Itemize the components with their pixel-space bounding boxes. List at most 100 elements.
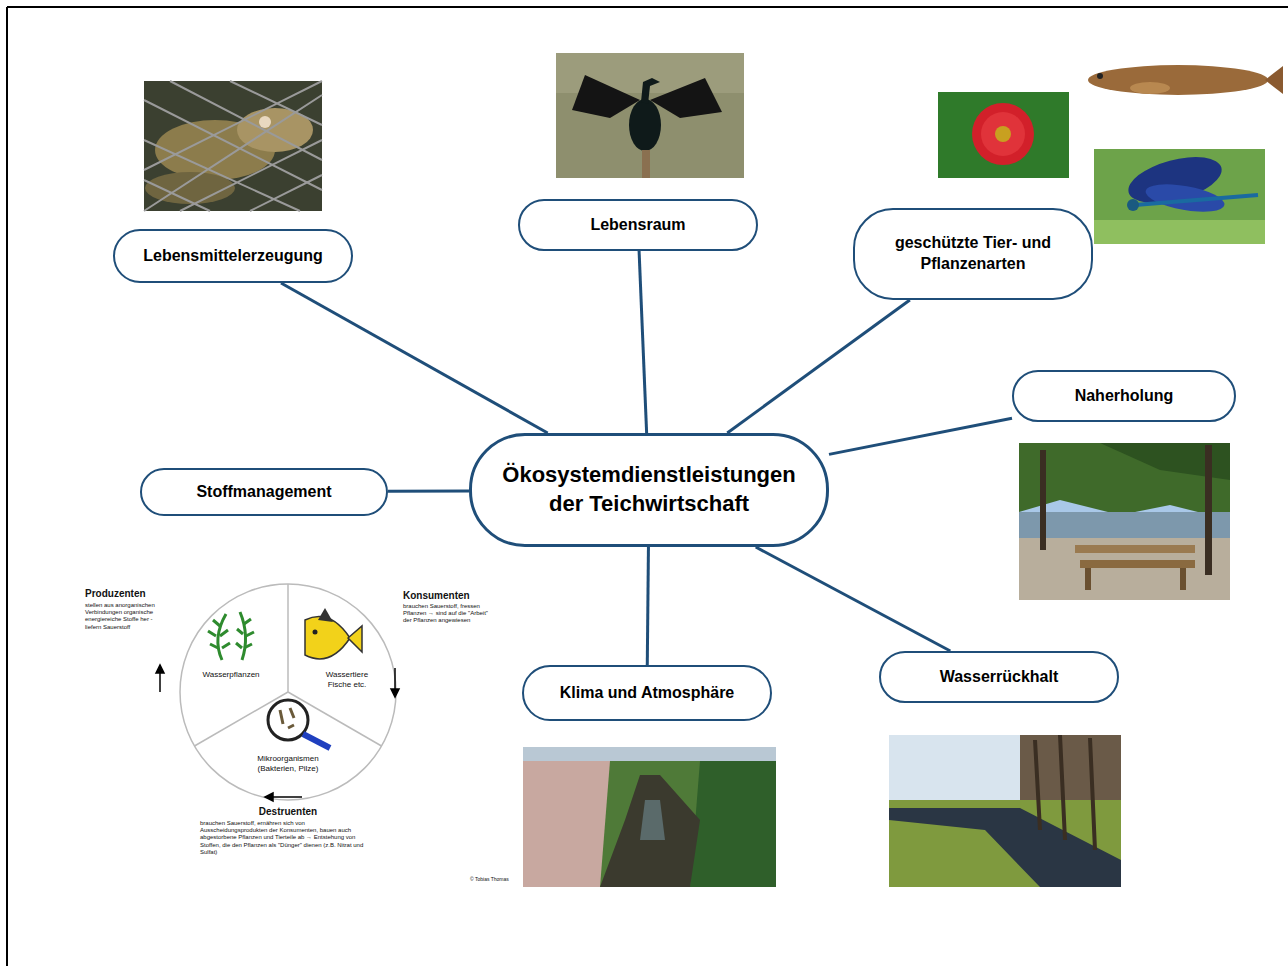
fish-photo-part <box>259 116 271 128</box>
cycle-arrows-part <box>272 796 302 798</box>
cormorant-photo-part <box>650 78 722 118</box>
magnifier-icon-part <box>268 700 308 740</box>
ditch-photo-part <box>1035 735 1095 850</box>
role-heading: Destruenten <box>248 806 328 818</box>
lake-bench-photo-part <box>1040 450 1046 550</box>
cycle-diagram-part <box>180 584 396 800</box>
loach-fish <box>1088 65 1283 95</box>
topic-box: Lebensmittelerzeugung <box>113 229 353 283</box>
loach-fish-part <box>1097 73 1103 79</box>
page-frame <box>7 7 1288 966</box>
illustration-note: Mikroorganismen (Bakterien, Pilze) <box>244 754 332 773</box>
dragonfly-photo-part <box>1094 220 1265 244</box>
lake-bench-photo-part <box>1019 443 1230 520</box>
central-topic: Ökosystemdienstleistungen der Teichwirts… <box>469 433 829 547</box>
connector-line <box>829 418 1012 454</box>
cycle-arrows-part <box>156 665 164 673</box>
water-plants-icon <box>208 612 254 660</box>
cormorant-photo <box>556 53 744 178</box>
connector-line <box>756 547 951 651</box>
fish-icon-part <box>305 617 350 659</box>
forest-river-photo-part <box>523 747 776 887</box>
ditch-photo-part <box>889 735 1121 887</box>
topic-label: Stoffmanagement <box>196 482 331 503</box>
dragonfly-photo <box>1094 148 1265 244</box>
cormorant-photo-part <box>629 99 661 151</box>
role-heading: Produzenten <box>85 588 180 600</box>
illustration-note: stellen aus anorganischen Verbindungen o… <box>85 602 165 631</box>
fish-icon <box>305 608 362 659</box>
water-plants-icon-part <box>208 620 230 648</box>
loach-fish-part <box>1265 66 1283 94</box>
flower-photo-part <box>981 112 1025 156</box>
cycle-arrows-part <box>159 672 161 692</box>
water-plants-icon-part <box>240 612 246 660</box>
lake-bench-photo-part <box>1019 538 1230 600</box>
topic-label: Lebensmittelerzeugung <box>143 246 323 267</box>
lake-bench-photo-part <box>1019 443 1230 600</box>
flower-photo-part <box>972 103 1034 165</box>
fish-icon-part <box>313 630 318 635</box>
role-heading: Konsumenten <box>403 590 498 602</box>
lake-bench-photo-part <box>1085 568 1091 590</box>
topic-box: Stoffmanagement <box>140 468 388 516</box>
forest-river-photo-part <box>640 800 665 840</box>
cycle-arrows-part <box>394 668 396 690</box>
lake-bench-photo-part <box>1080 560 1195 568</box>
topic-box: Naherholung <box>1012 370 1236 422</box>
fish-photo <box>144 81 322 211</box>
loach-fish-part <box>1088 65 1268 95</box>
dragonfly-photo-part <box>1127 199 1139 211</box>
forest-river-photo-part <box>523 747 776 761</box>
cycle-diagram <box>156 584 399 801</box>
topic-label: geschützte Tier- und Pflanzenarten <box>873 233 1073 275</box>
topic-box: Klima und Atmosphäre <box>522 665 772 721</box>
page-frame-part <box>7 6 1288 8</box>
water-plants-icon-part <box>236 619 254 648</box>
topic-label: Lebensraum <box>590 215 685 236</box>
cormorant-photo-part <box>572 75 640 118</box>
topic-label: Wasserrückhalt <box>940 667 1059 688</box>
water-plants-icon-part <box>218 614 226 660</box>
dragonfly-photo-part <box>1135 195 1258 205</box>
cycle-arrows-part <box>265 793 273 801</box>
ditch-photo-part <box>889 808 1121 887</box>
connector-line <box>727 300 910 433</box>
topic-box: geschützte Tier- und Pflanzenarten <box>853 208 1093 300</box>
fish-photo-part <box>145 172 235 204</box>
dragonfly-photo-part <box>1094 149 1265 244</box>
fish-icon-part <box>348 626 362 652</box>
forest-river-photo <box>523 747 776 887</box>
connector-line <box>388 489 469 492</box>
forest-river-photo-part <box>523 761 610 887</box>
cycle-arrows <box>156 665 399 801</box>
magnifier-icon-part <box>303 734 330 748</box>
topic-label: Naherholung <box>1075 386 1174 407</box>
magnifier-icon <box>268 700 330 748</box>
lake-bench-photo-part <box>1180 568 1186 590</box>
ditch-photo-part <box>889 800 1121 887</box>
fish-photo-part <box>144 81 322 211</box>
flower-photo-part <box>938 92 1069 178</box>
fish-photo-part <box>144 81 322 211</box>
connector-line <box>281 283 548 433</box>
flower-photo <box>938 92 1069 178</box>
lake-bench-photo-part <box>1019 512 1230 538</box>
cormorant-photo-part <box>556 53 744 178</box>
loach-fish-part <box>1130 82 1170 94</box>
fish-icon-part <box>318 608 333 622</box>
lake-bench-photo <box>1019 443 1230 600</box>
lake-bench-photo-part <box>1075 545 1195 553</box>
cycle-diagram-part <box>287 584 289 692</box>
topic-box: Lebensraum <box>518 199 758 251</box>
forest-river-photo-part <box>690 761 776 887</box>
page-frame-part <box>6 7 8 966</box>
illustration-note: brauchen Sauerstoff, fressen Pflanzen → … <box>403 603 488 625</box>
cycle-arrows-part <box>391 689 399 697</box>
magnifier-icon-part <box>280 708 294 728</box>
cormorant-photo-part <box>641 78 660 104</box>
cormorant-photo-part <box>642 150 650 178</box>
illustration-note: brauchen Sauerstoff, ernähren sich von A… <box>200 820 368 856</box>
topic-box: Wasserrückhalt <box>879 651 1119 703</box>
flower-photo-part <box>995 126 1011 142</box>
